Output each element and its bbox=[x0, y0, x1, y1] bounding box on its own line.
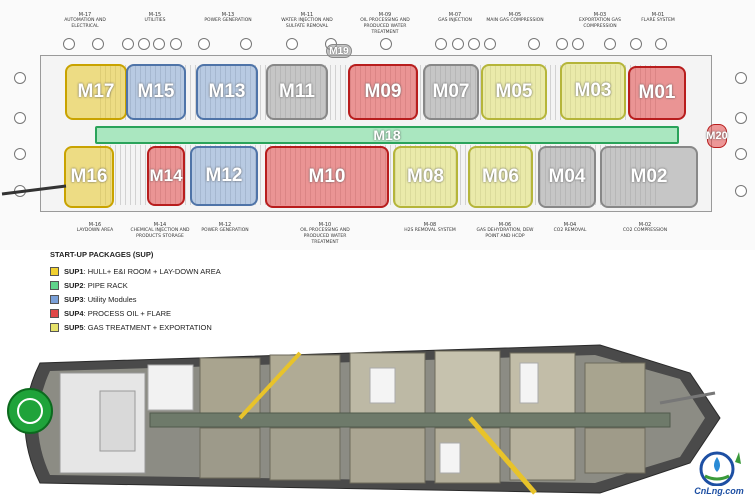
axis-marker bbox=[240, 38, 252, 50]
axis-marker bbox=[735, 72, 747, 84]
legend-swatch bbox=[50, 294, 59, 304]
legend-swatch bbox=[50, 308, 59, 318]
module-m13: M13 bbox=[196, 64, 258, 120]
module-m09: M09 bbox=[348, 64, 418, 120]
module-m06: M06 bbox=[468, 146, 533, 208]
legend-text: : GAS TREATMENT + EXPORTATION bbox=[83, 322, 212, 332]
axis-marker bbox=[604, 38, 616, 50]
axis-marker bbox=[556, 38, 568, 50]
legend-item-sup1: SUP1: HULL+ E&I ROOM + LAY-DOWN AREA bbox=[50, 264, 350, 278]
legend-code: SUP3 bbox=[64, 294, 84, 304]
axis-marker bbox=[655, 38, 667, 50]
legend-item-sup4: SUP4: PROCESS OIL + FLARE bbox=[50, 306, 350, 320]
axis-marker bbox=[14, 112, 26, 124]
helideck-icon bbox=[7, 388, 53, 434]
legend-text: : PIPE RACK bbox=[83, 280, 128, 290]
axis-marker bbox=[630, 38, 642, 50]
module-m07: M07 bbox=[423, 64, 479, 120]
module-m01: M01 bbox=[628, 66, 686, 120]
sup-legend: START-UP PACKAGES (SUP) SUP1: HULL+ E&I … bbox=[50, 250, 350, 334]
axis-marker bbox=[528, 38, 540, 50]
axis-marker bbox=[138, 38, 150, 50]
legend-swatch bbox=[50, 266, 59, 276]
axis-marker bbox=[468, 38, 480, 50]
cnlng-logo: CnLng.com bbox=[691, 450, 747, 496]
axis-marker bbox=[170, 38, 182, 50]
module-m18-pipe-rack: M18 bbox=[95, 126, 679, 144]
axis-marker bbox=[735, 185, 747, 197]
axis-marker bbox=[484, 38, 496, 50]
axis-marker bbox=[14, 148, 26, 160]
module-m10: M10 bbox=[265, 146, 389, 208]
module-m12: M12 bbox=[190, 146, 258, 206]
axis-marker bbox=[122, 38, 134, 50]
module-m19: M19 bbox=[326, 44, 352, 58]
axis-marker bbox=[198, 38, 210, 50]
droplet-logo-icon bbox=[699, 451, 741, 487]
module-m11: M11 bbox=[266, 64, 328, 120]
crane-icon bbox=[468, 416, 537, 495]
axis-marker bbox=[452, 38, 464, 50]
legend-item-sup5: SUP5: GAS TREATMENT + EXPORTATION bbox=[50, 320, 350, 334]
axis-marker bbox=[735, 112, 747, 124]
logo-text: CnLng.com bbox=[694, 486, 744, 496]
axis-marker bbox=[286, 38, 298, 50]
axis-marker bbox=[153, 38, 165, 50]
axis-marker bbox=[572, 38, 584, 50]
axis-marker bbox=[735, 148, 747, 160]
axis-marker bbox=[63, 38, 75, 50]
module-m15: M15 bbox=[126, 64, 186, 120]
axis-marker bbox=[435, 38, 447, 50]
legend-title: START-UP PACKAGES (SUP) bbox=[50, 250, 154, 259]
module-m04: M04 bbox=[538, 146, 596, 208]
axis-marker bbox=[380, 38, 392, 50]
module-m02: M02 bbox=[600, 146, 698, 208]
flare-tower-icon bbox=[659, 391, 716, 405]
legend-swatch bbox=[50, 322, 59, 332]
module-m14: M14 bbox=[147, 146, 185, 206]
crane-icon bbox=[238, 351, 302, 420]
module-m20: M20 bbox=[706, 124, 728, 148]
fpso-3d-render: CnLng.com bbox=[0, 333, 755, 504]
axis-marker bbox=[92, 38, 104, 50]
legend-code: SUP5 bbox=[64, 322, 84, 332]
legend-text: : PROCESS OIL + FLARE bbox=[83, 308, 172, 318]
legend-item-sup2: SUP2: PIPE RACK bbox=[50, 278, 350, 292]
legend-code: SUP2 bbox=[64, 280, 84, 290]
crane-boom bbox=[1, 184, 67, 196]
module-m03: M03 bbox=[560, 62, 626, 120]
module-m16: M16 bbox=[64, 146, 114, 208]
legend-code: SUP1 bbox=[64, 266, 84, 276]
axis-marker bbox=[14, 72, 26, 84]
legend-text: : HULL+ E&I ROOM + LAY-DOWN AREA bbox=[83, 266, 221, 276]
legend-text: : Utility Modules bbox=[83, 294, 137, 304]
legend-item-sup3: SUP3: Utility Modules bbox=[50, 292, 350, 306]
fpso-vessel-illustration bbox=[7, 344, 721, 495]
module-m17: M17 bbox=[65, 64, 127, 120]
module-m08: M08 bbox=[393, 146, 458, 208]
module-m05: M05 bbox=[481, 64, 547, 120]
legend-code: SUP4 bbox=[64, 308, 84, 318]
legend-swatch bbox=[50, 280, 59, 290]
